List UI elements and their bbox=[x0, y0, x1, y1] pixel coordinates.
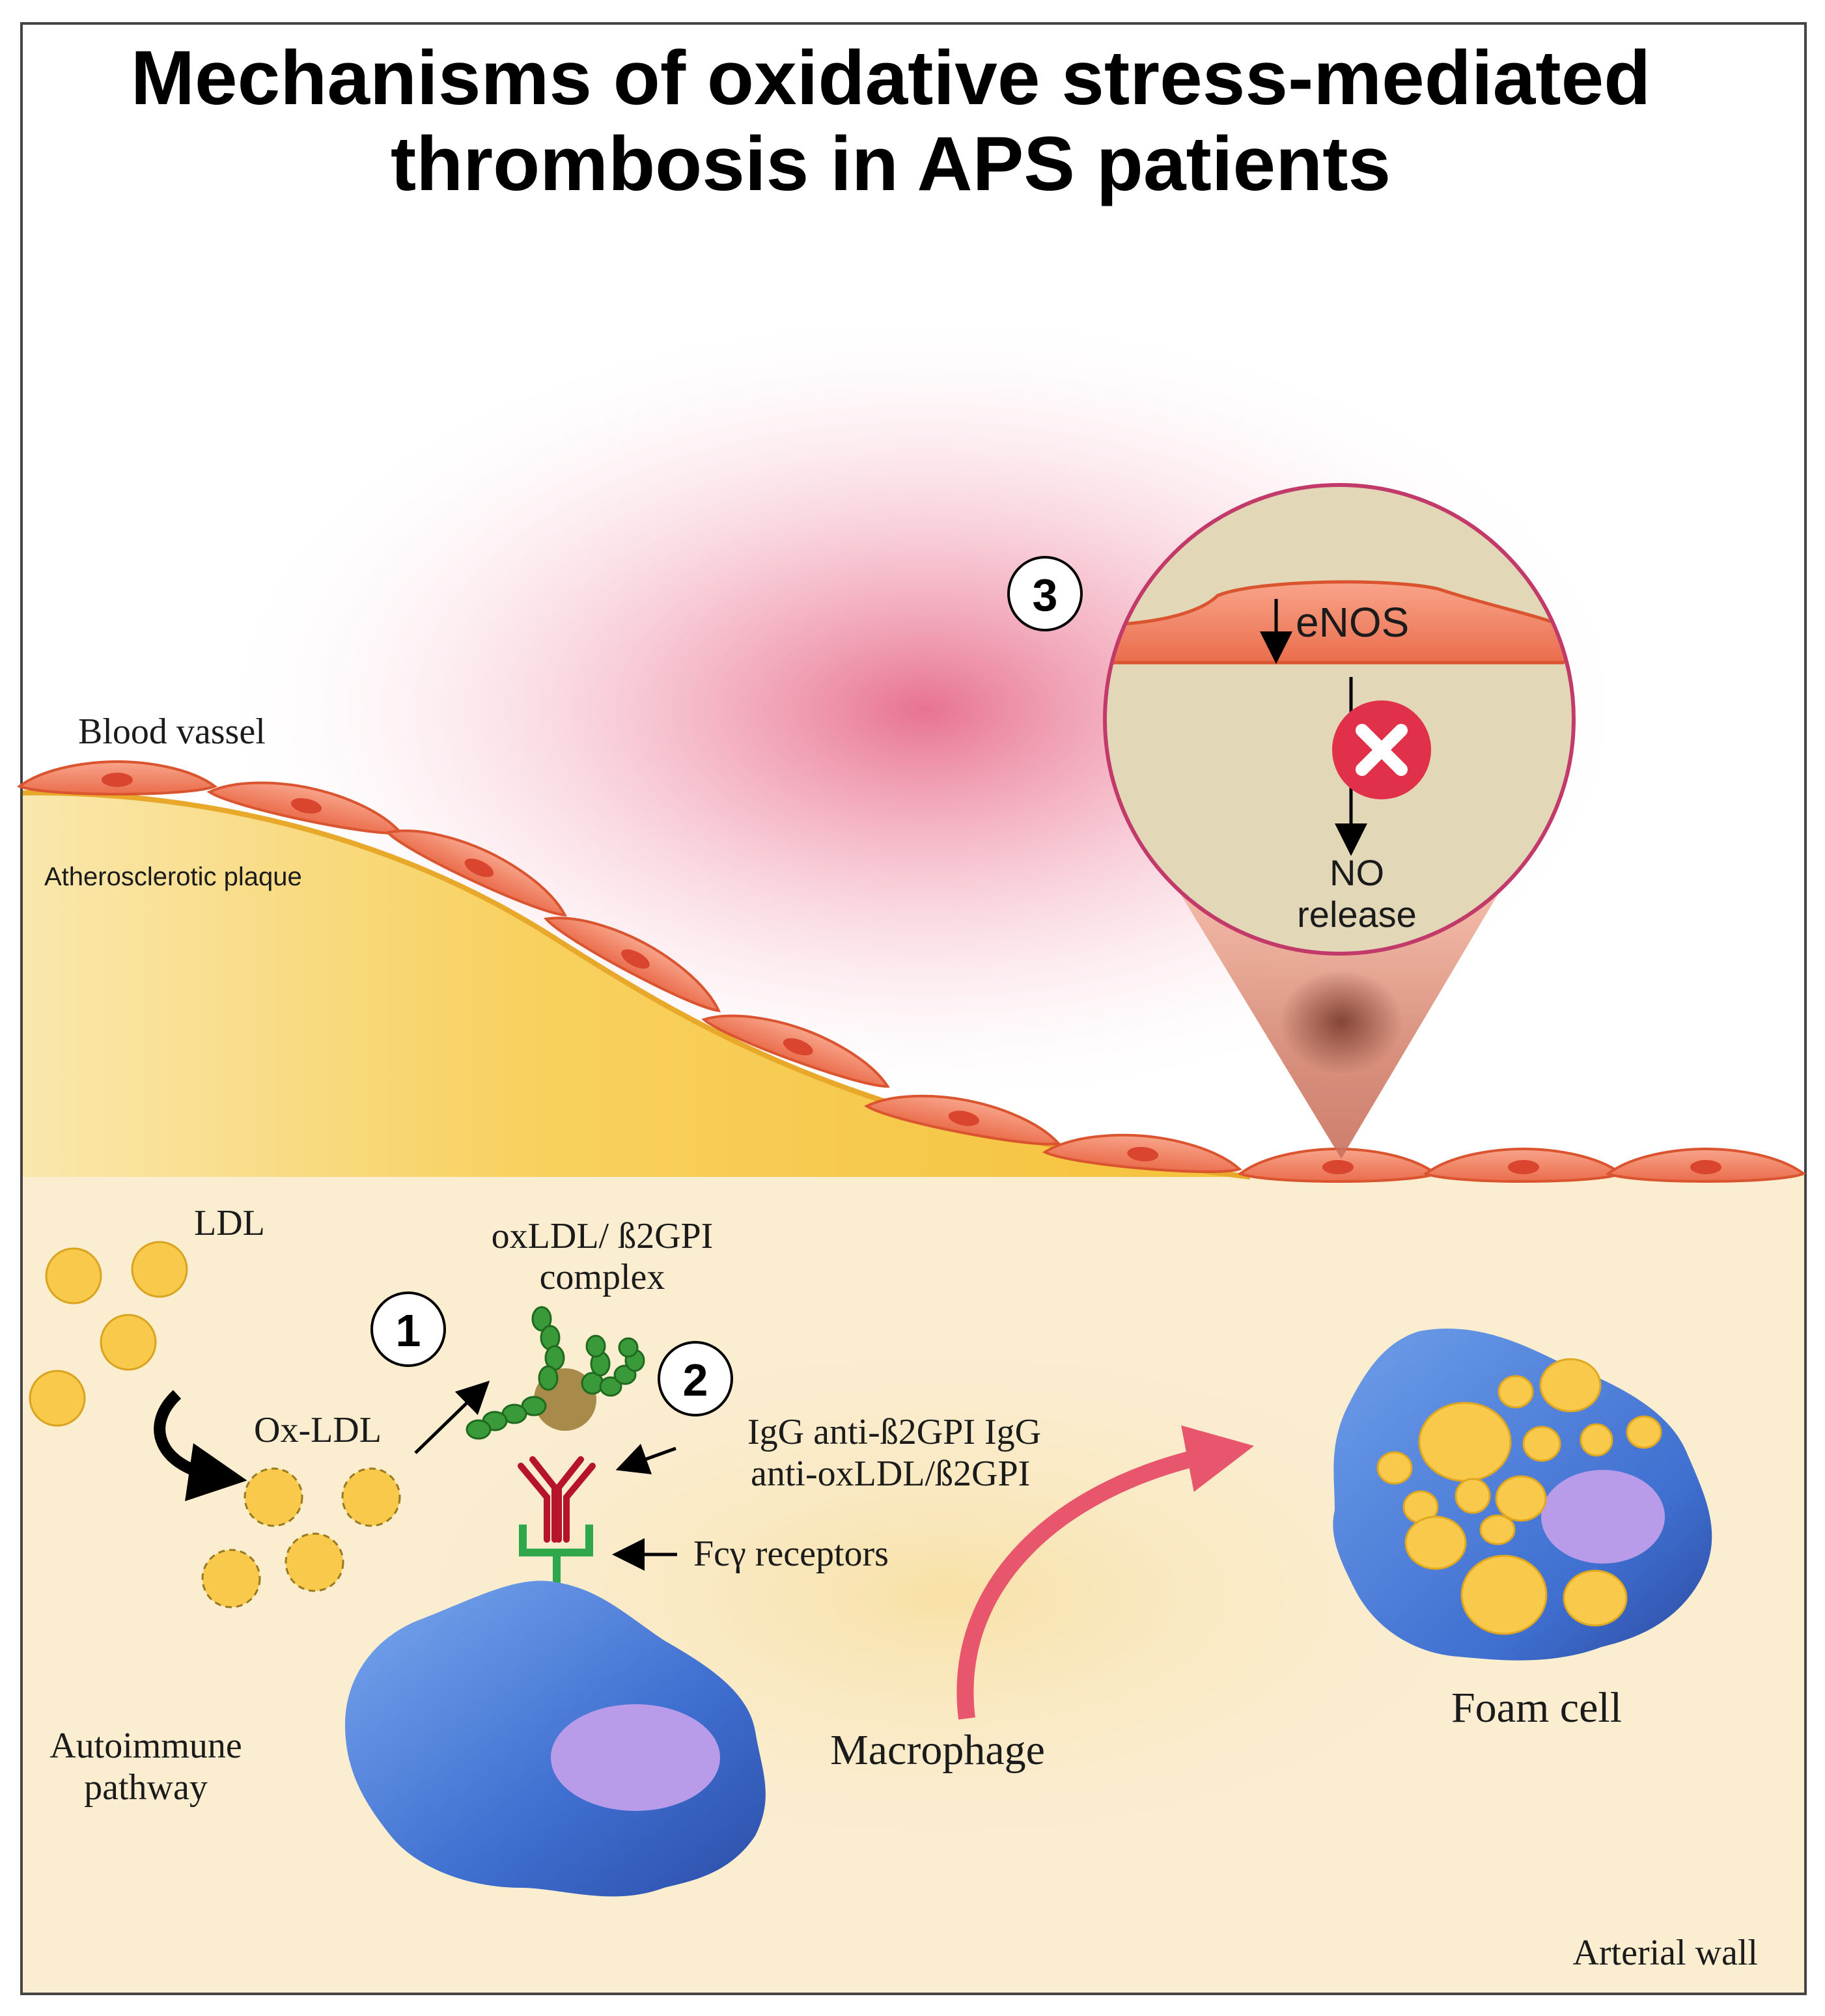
ox-ldl-particle bbox=[244, 1467, 303, 1527]
macrophage-cell bbox=[345, 1581, 766, 1897]
title-line2: thrombosis in APS patients bbox=[391, 121, 1391, 207]
macrophage-to-foam-arrow bbox=[956, 1425, 1254, 1720]
arterial-wall-label: Arterial wall bbox=[1572, 1933, 1758, 1973]
inhibition-x-icon bbox=[1332, 700, 1431, 799]
endothelial-cell bbox=[385, 829, 568, 917]
endothelial-cell bbox=[1042, 1133, 1242, 1174]
endothelial-cell bbox=[864, 1094, 1061, 1146]
ox-ldl-particles bbox=[201, 1467, 401, 1609]
step-3-marker: 3 bbox=[1007, 556, 1083, 631]
endothelial-cell bbox=[1237, 1147, 1439, 1183]
endothelium bbox=[16, 760, 1807, 1183]
ox-ldl-particle bbox=[341, 1467, 401, 1527]
step-2-marker: 2 bbox=[658, 1341, 733, 1416]
arrow-to-complex bbox=[414, 1381, 490, 1454]
ldl-particle bbox=[29, 1370, 86, 1427]
step-1-marker: 1 bbox=[370, 1291, 446, 1367]
complex-label-line2: complex bbox=[540, 1257, 665, 1297]
ox-ldl-particle bbox=[201, 1549, 261, 1609]
svg-text:1: 1 bbox=[396, 1305, 421, 1356]
ox-ldl-particle bbox=[285, 1532, 344, 1592]
ldl-particle bbox=[131, 1241, 188, 1298]
ox-ldl-label: Ox-LDL bbox=[254, 1410, 382, 1450]
foam-cell-nucleus bbox=[1541, 1470, 1665, 1564]
receptor-icon bbox=[519, 1525, 593, 1586]
curved-arrow-icon bbox=[154, 1390, 247, 1502]
macrophage-label: Macrophage bbox=[830, 1726, 1045, 1774]
ldl-label: LDL bbox=[194, 1203, 265, 1243]
antibody-icon bbox=[518, 1456, 596, 1543]
igg-label-line2: anti-oxLDL/ß2GPI bbox=[751, 1454, 1030, 1494]
magnifier-cone-shadow bbox=[1279, 970, 1403, 1074]
macrophage-nucleus bbox=[551, 1704, 720, 1811]
endothelial-cell bbox=[1423, 1147, 1624, 1183]
endothelial-cell bbox=[206, 781, 403, 835]
blood-vessel-label: Blood vassel bbox=[78, 711, 266, 752]
ldl-particle bbox=[100, 1314, 157, 1371]
ldl-particles bbox=[29, 1241, 188, 1427]
endothelial-cell bbox=[16, 760, 218, 795]
ldl-particle bbox=[45, 1247, 102, 1305]
lipid-droplets bbox=[1376, 1358, 1662, 1635]
oxldl-b2gpi-complex bbox=[466, 1306, 645, 1440]
zoomed-endothelial-cell bbox=[1107, 580, 1572, 665]
autoimmune-label-line2: pathway bbox=[84, 1767, 208, 1808]
fc-receptors-label: Fcγ receptors bbox=[693, 1534, 889, 1574]
plaque-label: Atherosclerotic plaque bbox=[44, 863, 302, 891]
complex-label-line1: oxLDL/ ß2GPI bbox=[492, 1216, 714, 1256]
title-line1: Mechanisms of oxidative stress-mediated bbox=[131, 35, 1651, 121]
svg-text:3: 3 bbox=[1033, 570, 1058, 620]
no-release-line2: release bbox=[1297, 894, 1417, 935]
foam-cell-label: Foam cell bbox=[1451, 1684, 1622, 1732]
svg-text:2: 2 bbox=[683, 1355, 708, 1405]
endothelial-cell bbox=[1605, 1147, 1807, 1183]
atherosclerotic-plaque bbox=[23, 792, 1250, 1177]
endothelial-cell bbox=[543, 917, 721, 1012]
enos-label: eNOS bbox=[1296, 599, 1409, 646]
igg-label-line1: IgG anti-ß2GPI IgG bbox=[747, 1412, 1041, 1452]
endothelial-cell bbox=[701, 1014, 890, 1088]
arrow-to-antibody bbox=[615, 1443, 676, 1474]
no-release-line1: NO bbox=[1330, 852, 1384, 893]
autoimmune-label-line1: Autoimmune bbox=[49, 1726, 242, 1766]
